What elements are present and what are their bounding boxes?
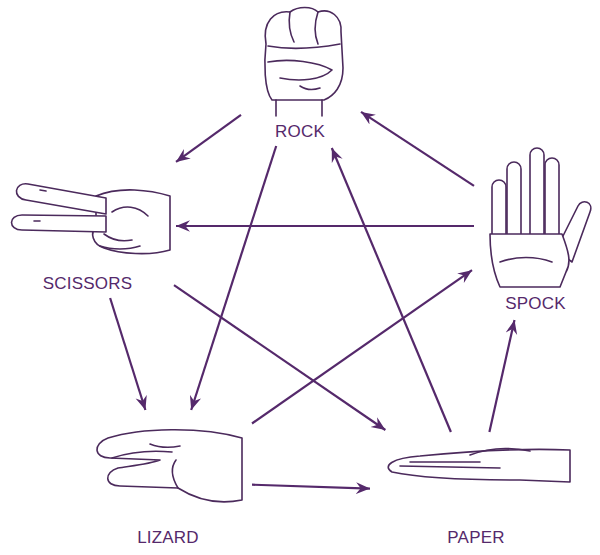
beats-arrow	[252, 485, 370, 489]
gesture-label: SCISSORS	[43, 274, 132, 294]
hand-node: SCISSORS	[5, 158, 170, 294]
lizard-hand	[97, 430, 242, 502]
spock-hand	[490, 148, 591, 287]
beats-arrow	[176, 225, 474, 227]
beats-arrow	[191, 146, 276, 410]
gesture-label: ROCK	[275, 122, 325, 142]
hand-node: ROCK	[245, 2, 355, 142]
gesture-label: SPOCK	[505, 294, 566, 314]
beats-arrow	[489, 320, 514, 432]
hand-node: LIZARD	[88, 416, 248, 548]
paper-hand	[388, 448, 570, 482]
beats-arrow	[361, 112, 474, 186]
hand-node: PAPER	[376, 436, 576, 548]
beats-arrow	[176, 115, 241, 162]
scissors-hand	[12, 184, 171, 254]
rock-hand	[265, 8, 343, 117]
beats-arrow	[110, 298, 145, 410]
gesture-label: LIZARD	[137, 528, 199, 548]
beats-arrow	[332, 148, 451, 432]
beats-arrow	[174, 285, 385, 430]
hand-node: SPOCK	[478, 138, 593, 314]
gesture-label: PAPER	[447, 528, 504, 548]
beats-arrow	[252, 270, 472, 423]
